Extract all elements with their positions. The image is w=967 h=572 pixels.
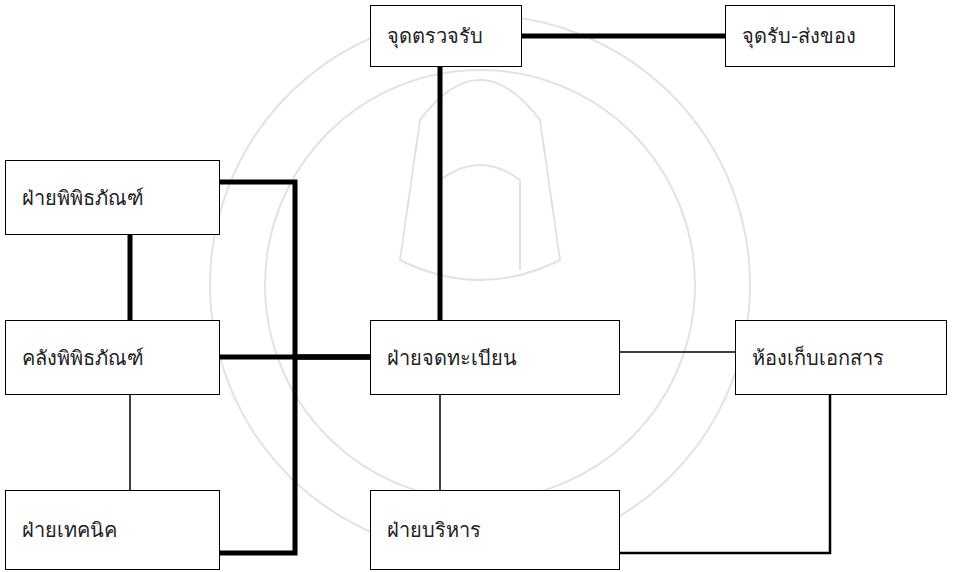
org-box: คลังพิพิธภัณฑ์ xyxy=(5,320,220,395)
org-box: ฝ่ายจดทะเบียน xyxy=(370,320,620,395)
connector-line xyxy=(220,357,370,553)
box-label: คลังพิพิธภัณฑ์ xyxy=(22,346,144,370)
box-label: ฝ่ายบริหาร xyxy=(387,518,481,542)
connector-line xyxy=(620,351,735,353)
box-label: ฝ่ายจดทะเบียน xyxy=(387,346,517,370)
seal-outline xyxy=(210,15,750,555)
box-label: ฝ่ายพิพิธภัณฑ์ xyxy=(22,186,144,210)
org-box: จุดตรวจรับ xyxy=(370,5,522,67)
box-label: ห้องเก็บเอกสาร xyxy=(752,346,884,370)
connector-line xyxy=(220,182,370,357)
box-label: จุดตรวจรับ xyxy=(387,24,483,48)
org-box: ห้องเก็บเอกสาร xyxy=(735,320,947,395)
org-box: จุดรับ-ส่งของ xyxy=(725,5,895,67)
connector-line xyxy=(438,67,443,320)
box-label: ฝ่ายเทคนิค xyxy=(22,518,117,542)
connector-line xyxy=(439,395,441,490)
box-label: จุดรับ-ส่งของ xyxy=(742,24,856,48)
connector-line xyxy=(129,395,131,490)
connector-line xyxy=(620,395,830,553)
org-box: ฝ่ายพิพิธภัณฑ์ xyxy=(5,160,220,235)
connector-line xyxy=(522,34,725,39)
org-box: ฝ่ายบริหาร xyxy=(370,490,620,570)
connector-line xyxy=(128,235,133,320)
org-box: ฝ่ายเทคนิค xyxy=(5,490,220,570)
